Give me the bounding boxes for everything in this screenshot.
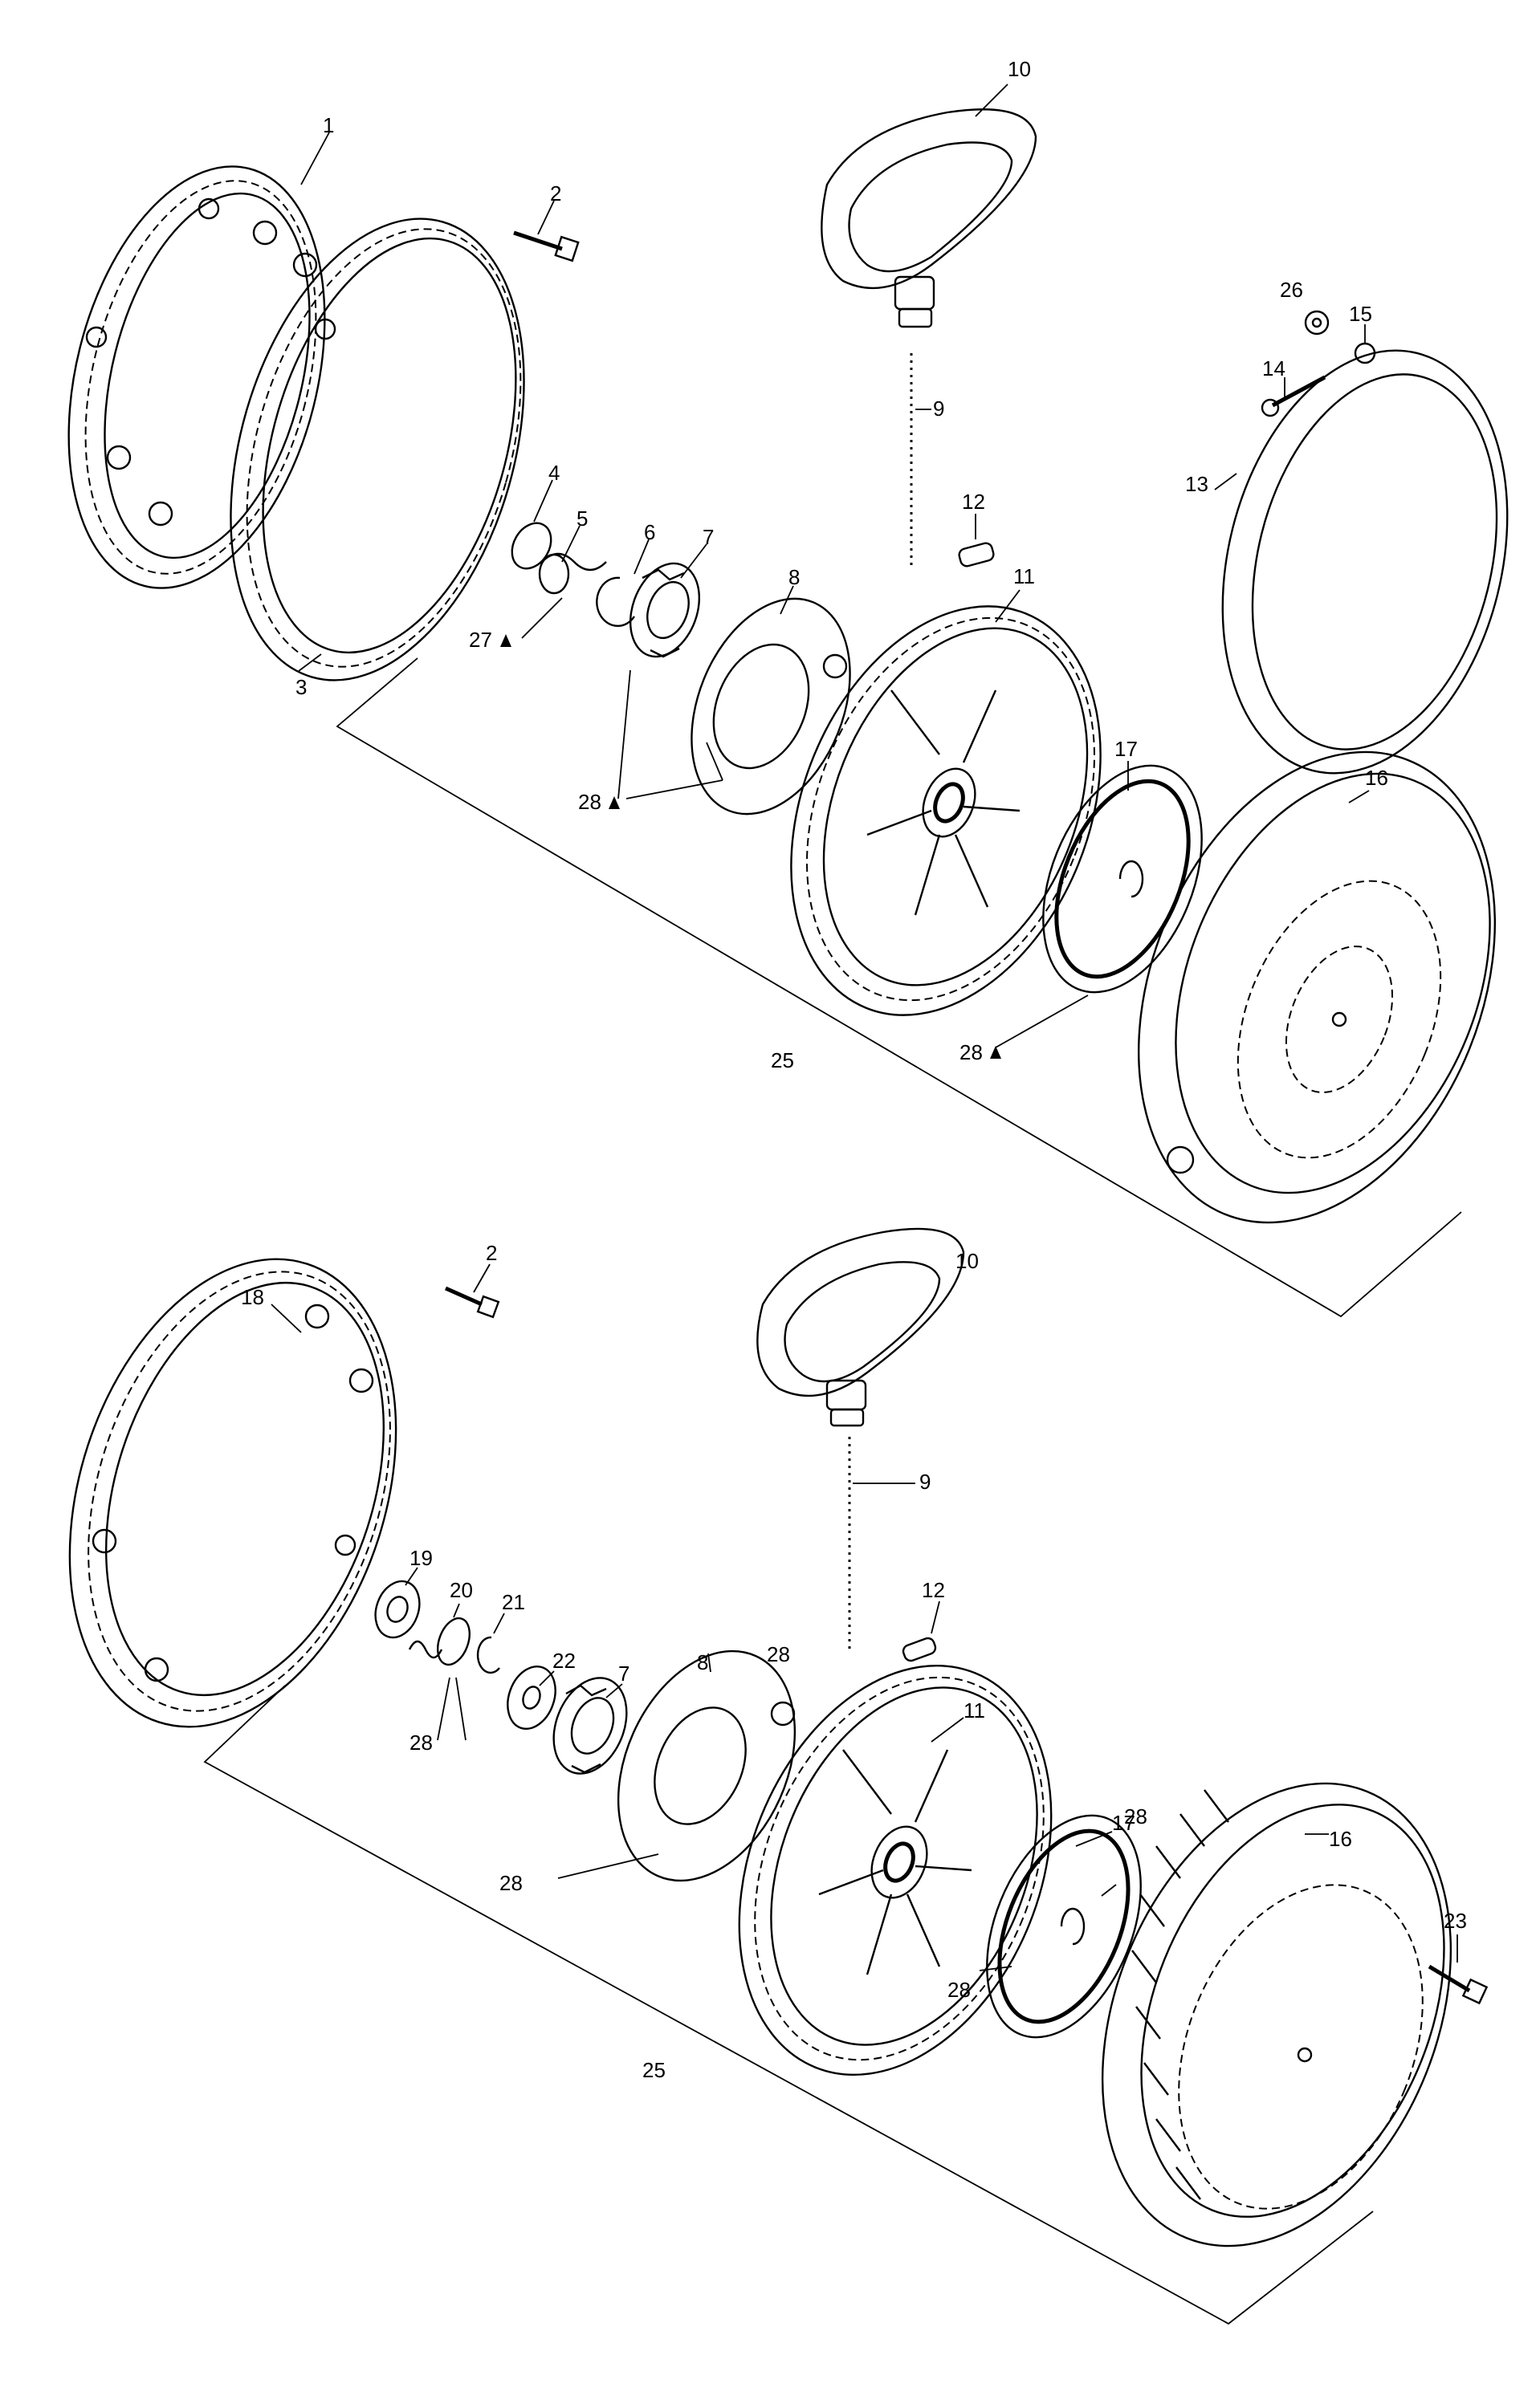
part-17-spring-cassette bbox=[1042, 764, 1203, 994]
callout-3: 3 bbox=[295, 675, 307, 699]
part-2-screw-lower bbox=[444, 1286, 500, 1319]
drop-marker-27 bbox=[500, 634, 511, 647]
callout-18: 18 bbox=[241, 1285, 264, 1309]
part-8-friction-plate-lower bbox=[617, 1649, 796, 1882]
part-5-spring bbox=[538, 552, 607, 595]
part-3-housing-cover bbox=[230, 218, 525, 681]
callout-19: 19 bbox=[409, 1546, 433, 1570]
callout-10-lower: 10 bbox=[955, 1249, 979, 1273]
part-26-washer bbox=[1304, 310, 1330, 336]
callout-20: 20 bbox=[450, 1578, 473, 1602]
callout-23: 23 bbox=[1444, 1909, 1467, 1933]
callout-16-lower: 16 bbox=[1329, 1827, 1352, 1851]
drop-marker-28a bbox=[609, 796, 620, 809]
callout-2: 2 bbox=[550, 181, 561, 205]
part-10-handle bbox=[821, 108, 1037, 328]
callout-9-lower: 9 bbox=[919, 1470, 931, 1494]
part-4-washer bbox=[511, 522, 552, 570]
callout-28-plate: 28 bbox=[499, 1871, 523, 1895]
callout-2-lower: 2 bbox=[486, 1241, 497, 1265]
part-17-spring-cassette-lower bbox=[986, 1814, 1142, 2039]
assembly-25-bracket-lower bbox=[203, 1685, 1374, 2325]
part-11-pulley-lower bbox=[738, 1665, 1053, 2076]
upper-leader-lines bbox=[298, 83, 1370, 1048]
part-20-spring bbox=[408, 1617, 471, 1666]
assembly-25-bracket-upper bbox=[336, 657, 1462, 1318]
part-2-screw bbox=[513, 230, 580, 262]
callout-4: 4 bbox=[548, 461, 560, 485]
lower-assembly: 18 2 10 9 12 19 20 21 22 7 8 11 16 17 23… bbox=[68, 1227, 1489, 2325]
part-23-screw bbox=[1428, 1964, 1489, 2005]
part-14-bolt bbox=[1261, 375, 1326, 417]
callout-13: 13 bbox=[1185, 472, 1208, 496]
part-7-ratchet bbox=[629, 562, 701, 658]
callout-10: 10 bbox=[1008, 57, 1031, 81]
upper-assembly: 1 2 3 4 5 6 7 8 9 10 11 12 13 14 15 16 1… bbox=[67, 57, 1509, 1318]
callout-9: 9 bbox=[933, 397, 944, 421]
callout-28-near-pin: 28 bbox=[767, 1642, 790, 1666]
callout-12-lower: 12 bbox=[922, 1578, 945, 1602]
part-8-friction-plate bbox=[691, 597, 851, 816]
callout-25: 25 bbox=[771, 1048, 794, 1072]
callout-15: 15 bbox=[1349, 302, 1372, 326]
part-19-washer bbox=[374, 1580, 421, 1639]
callout-11-lower: 11 bbox=[964, 1698, 985, 1723]
callout-28-top-right: 28 bbox=[1124, 1804, 1147, 1828]
callout-12: 12 bbox=[962, 490, 985, 514]
part-21-clip bbox=[476, 1636, 500, 1674]
callout-28-ratchet: 28 bbox=[578, 790, 601, 814]
part-13-rim-ring bbox=[1221, 349, 1509, 775]
callout-17: 17 bbox=[1114, 737, 1138, 761]
part-12-pin-lower bbox=[902, 1637, 937, 1662]
drop-marker-28b bbox=[990, 1046, 1001, 1059]
callout-1: 1 bbox=[323, 113, 334, 137]
callout-27: 27 bbox=[469, 628, 492, 652]
part-6-clip bbox=[596, 576, 636, 628]
callout-5: 5 bbox=[576, 506, 588, 531]
callout-16: 16 bbox=[1365, 766, 1388, 790]
callout-21: 21 bbox=[502, 1590, 525, 1614]
callout-25-lower: 25 bbox=[642, 2058, 666, 2082]
callout-22: 22 bbox=[552, 1649, 576, 1673]
part-18-flange-ring bbox=[68, 1258, 397, 1728]
part-22-disc bbox=[507, 1666, 556, 1730]
callout-11: 11 bbox=[1013, 564, 1035, 588]
callout-7-lower: 7 bbox=[618, 1662, 629, 1686]
callout-17-lower: 17 bbox=[1112, 1811, 1135, 1835]
callout-26: 26 bbox=[1280, 278, 1303, 302]
part-12-pin bbox=[958, 542, 995, 567]
callout-14: 14 bbox=[1262, 356, 1285, 380]
callout-7: 7 bbox=[703, 525, 714, 549]
callout-28-cassette-lower: 28 bbox=[947, 1978, 971, 2002]
callout-6: 6 bbox=[644, 520, 655, 544]
part-10-handle-lower bbox=[756, 1227, 965, 1427]
lower-leader-lines bbox=[271, 1263, 1458, 1971]
callout-28-cassette: 28 bbox=[959, 1040, 983, 1064]
callout-8-lower: 8 bbox=[697, 1650, 708, 1674]
callout-8: 8 bbox=[788, 565, 800, 589]
part-7-ratchet-lower bbox=[552, 1677, 628, 1775]
callout-28-spring: 28 bbox=[409, 1731, 433, 1755]
part-16-housing-lower bbox=[1101, 1782, 1452, 2247]
part-1-flange-ring bbox=[67, 165, 336, 589]
part-16-housing-dome bbox=[1138, 750, 1496, 1224]
